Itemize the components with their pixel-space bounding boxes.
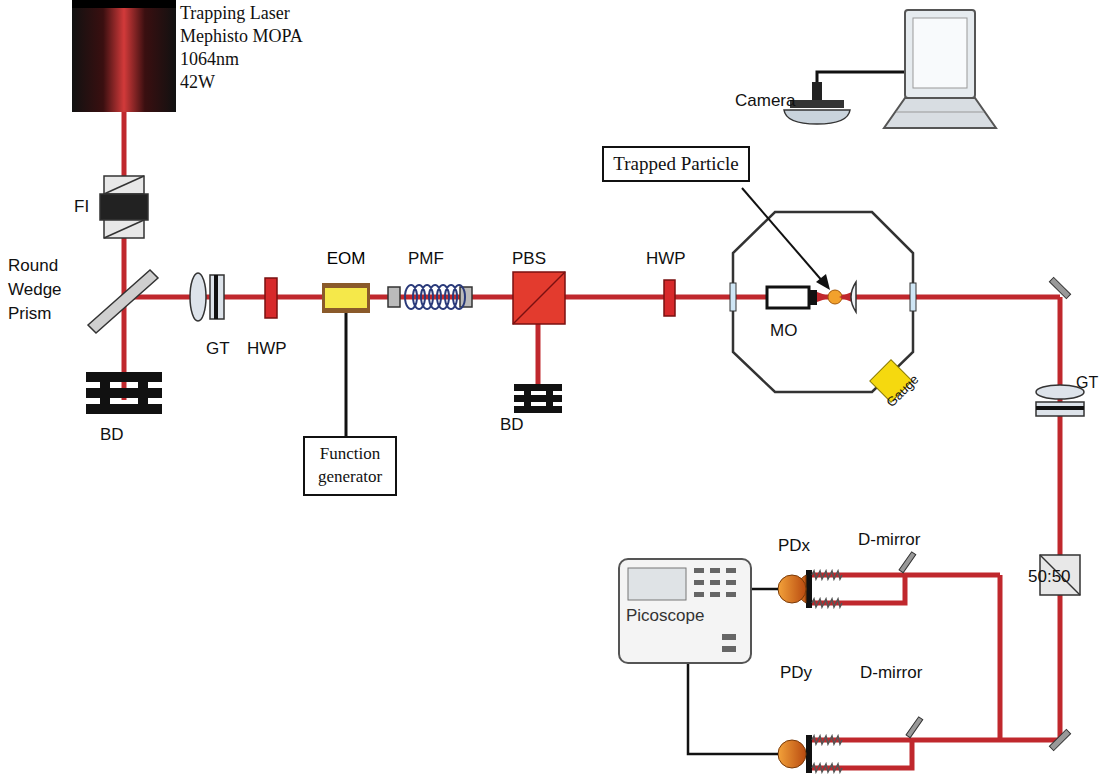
part-label: GT bbox=[1076, 374, 1098, 392]
part-label: D-mirror bbox=[860, 664, 922, 683]
device-label: Picoscope bbox=[626, 606, 704, 626]
laser-name: Trapping Laser bbox=[180, 4, 290, 24]
eom-crystal bbox=[322, 283, 370, 313]
part-label: D-mirror bbox=[858, 531, 920, 550]
box-label: Function generator bbox=[313, 443, 387, 489]
part-label: Camera bbox=[735, 92, 795, 111]
part-label: BD bbox=[100, 426, 124, 445]
part-label: Round Wedge Prism bbox=[8, 254, 78, 326]
part-label: HWP bbox=[247, 340, 287, 359]
part-label: FI bbox=[74, 198, 89, 217]
callout-box: Trapped Particle bbox=[602, 146, 750, 182]
wavelength: 1064nm bbox=[180, 50, 239, 70]
instrument-box: Function generator bbox=[303, 436, 397, 496]
eom-modulator: EOM bbox=[322, 250, 370, 313]
power: 42W bbox=[180, 73, 215, 93]
part-label: PBS bbox=[512, 250, 546, 269]
laser-model: Mephisto MOPA bbox=[180, 27, 303, 47]
part-label: HWP bbox=[646, 250, 686, 269]
box-label: EOM bbox=[322, 250, 370, 269]
oscilloscope-device: Picoscope bbox=[618, 558, 752, 664]
part-label: GT bbox=[206, 340, 230, 359]
detector-label: PDx bbox=[778, 537, 810, 556]
part-label: BD bbox=[500, 416, 524, 435]
signal-wire bbox=[346, 313, 347, 436]
detector-label: PDy bbox=[780, 664, 812, 683]
part-label: PMF bbox=[408, 250, 444, 269]
part-label: 50:50 bbox=[1028, 568, 1071, 587]
box-label: Trapped Particle bbox=[612, 153, 740, 175]
part-label: MO bbox=[770, 322, 797, 341]
